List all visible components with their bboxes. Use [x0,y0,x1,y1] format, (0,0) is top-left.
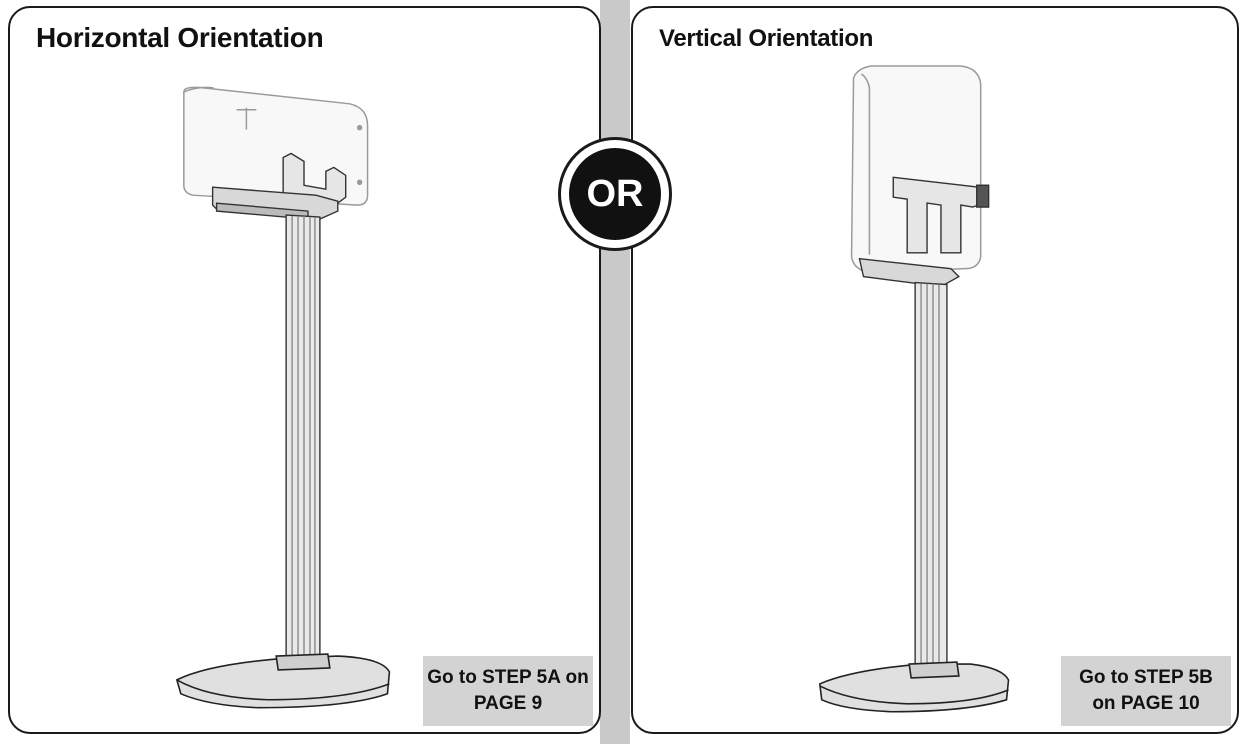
horizontal-orientation-title: Horizontal Orientation [36,22,324,53]
mount-bracket [211,152,347,220]
horizontal-instruction-line2: PAGE 9 [473,693,543,714]
horizontal-orientation-panel: Horizontal Orientation [8,6,601,734]
horizontal-instruction-box: Go to STEP 5A on PAGE 9 [423,656,593,726]
vertical-instruction-box: Go to STEP 5B on PAGE 10 [1061,656,1231,726]
vertical-orientation-title: Vertical Orientation [659,25,874,52]
horizontal-instruction-line1: Go to STEP 5A on [427,667,589,688]
speaker-stand-vertical-icon [818,65,1010,713]
speaker-box-outline [183,86,369,206]
stand-column [285,214,321,679]
stand-column [914,281,948,673]
mount-bracket [858,176,990,288]
vertical-instruction-line1: Go to STEP 5B [1079,667,1213,688]
speaker-stand-horizontal-icon [175,86,391,709]
center-divider [600,0,630,744]
stand-base [818,661,1010,713]
stand-base [175,653,391,709]
or-badge: OR [558,137,672,251]
vertical-orientation-panel: Vertical Orientation [631,6,1239,734]
vertical-instruction-line2: on PAGE 10 [1092,693,1200,714]
or-label: OR [569,148,661,240]
